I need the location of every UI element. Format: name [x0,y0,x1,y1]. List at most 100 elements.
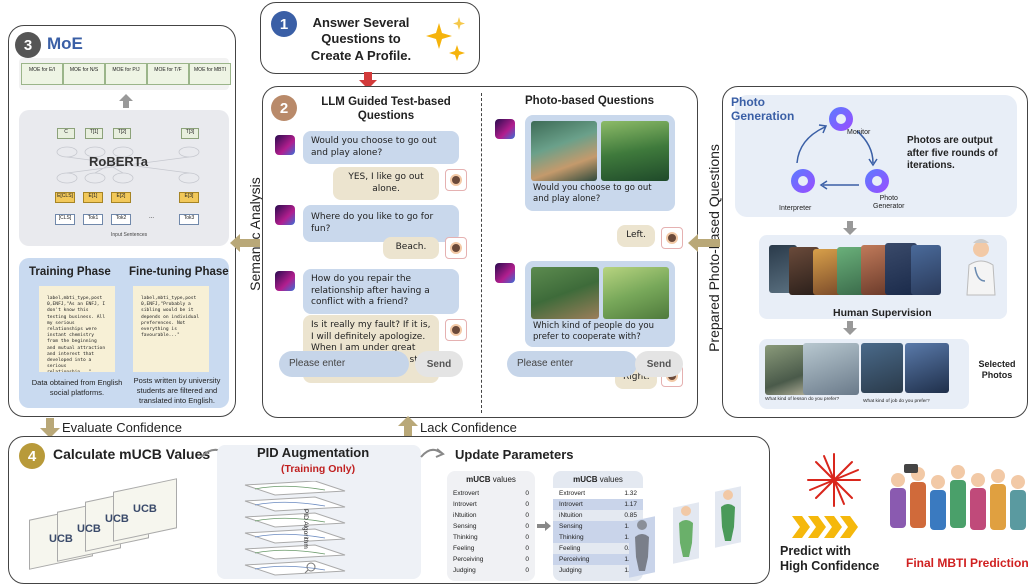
moe-head-mbti: MOE for MBTI [189,63,231,85]
step2-text-title-line2: Questions [357,110,415,123]
right-arrow-icon [537,521,551,531]
step2-text-title: LLM Guided Test-based Questions [303,95,469,124]
roberta-token-t3: T[3] [181,128,199,139]
semantic-arrow [230,234,260,252]
moe-head-ns: MOE for N/S [63,63,105,85]
roberta-emb-2: E[2] [111,192,131,203]
trait-value: 0 [525,567,529,574]
photo-gen-title: Photo Generation [731,95,794,124]
scene-photo-2b [603,267,669,319]
step2-photo-title: Photo-based Questions [525,95,655,107]
sparkle-icon [426,17,465,61]
person-icon [679,506,693,557]
bot-avatar [275,271,295,291]
final-mbti-label: Final MBTI Prediction [906,556,1029,570]
pid-sheets [244,481,346,576]
photo-question-2-text: Which kind of people do you prefer to co… [533,321,655,342]
bot-avatar [495,119,515,139]
ucb-label-3: UCB [105,513,129,525]
photo-gen-top [735,95,1017,217]
photo-answer-1: Left. [617,225,655,247]
step1-panel: 1 Answer Several Questions to Create A P… [260,2,480,74]
firework-icon [807,453,861,507]
doctor-supervisor-icon [966,239,996,296]
trait-value: 1.17 [624,501,637,508]
mucb-row: Introvert 1.17 [553,499,643,510]
final-group-image [884,458,1032,554]
photo-send-button[interactable]: Send [635,351,683,377]
selected-photo-job-1 [861,343,903,393]
trait-label: Judging [559,567,582,574]
person-icon [635,520,649,571]
training-area: Training Phase Fine-tuning Phase label,m… [19,258,229,408]
prepared-arrow [688,234,720,252]
step4-title: Calculate mUCB Values [53,446,211,462]
step1-title-line1: Answer Several [312,15,410,30]
moe-head-ei: MOE for E/I [21,63,63,85]
trait-label: Judging [453,567,476,574]
photo-generator-label: Photo Generator [873,195,905,212]
finetune-phase-title: Fine-tuning Phase [129,266,229,278]
step2-panel: 2 LLM Guided Test-based Questions Photo-… [262,86,698,418]
step2-divider [481,93,482,413]
step4-badge: 4 [19,443,45,469]
trait-label: Extrovert [453,490,480,497]
step1-badge: 1 [271,11,297,37]
monitor-label: Monitor [847,129,871,136]
chat-question-2: Where do you like to go for fun? [303,205,459,243]
mucb-after-header: mUCB values [553,475,643,484]
trait-value: 0 [525,490,529,497]
send-button[interactable]: Send [415,351,463,377]
trait-label: Feeling [453,545,475,552]
mucb-after-header-bold: mUCB [573,475,598,484]
chat-answer-1: YES, I like go out alone. [333,167,439,201]
person-icon [721,490,735,541]
interpreter-label: Interpreter [779,205,812,212]
mucb-after-header-rest: values [599,475,623,484]
mucb-before-header: mUCB values [447,475,535,484]
bot-avatar [495,263,515,283]
moe-up-arrow [119,94,133,108]
trait-label: Thinking [559,534,584,541]
trait-label: Sensing [559,523,583,530]
step3-panel: 3 MoE MOE for E/I MOE for N/S MOE for P/… [8,25,236,417]
finetune-caption: Posts written by university students are… [133,376,221,405]
mucb-row: Extrovert 0 [447,488,535,499]
selected-photo-classroom-2 [803,343,859,395]
photo-input-field[interactable]: Please enter [507,351,637,377]
trait-label: Perceiving [453,556,484,563]
trait-label: Introvert [559,501,583,508]
user-avatar [445,237,467,259]
step2-badge: 2 [271,95,297,121]
roberta-input-ellipsis: ... [149,214,155,220]
selected-photos-label: Selected Photos [978,359,1016,381]
roberta-emb-cls: E[CLS] [55,192,75,203]
evaluate-arrow [40,418,60,438]
chat-question-3: How do you repair the relationship after… [303,269,459,315]
roberta-input-cls: [CLS] [55,214,75,225]
photo-generator-label-line2: Generator [873,203,905,211]
trait-value: 0 [525,545,529,552]
predict-label-line2: High Confidence [780,559,880,573]
mucb-row: Feeling 0 [447,543,535,554]
training-phase-title: Training Phase [29,266,111,278]
selected-caption-job: What kind of job do you prefer? [863,399,930,404]
ucb-label-1: UCB [49,533,73,545]
chat-input-field[interactable]: Please enter [279,351,409,377]
trait-label: Introvert [453,501,477,508]
roberta-emb-1: E[1] [83,192,103,203]
pid-subtitle: (Training Only) [281,463,356,475]
trait-label: iNtuition [559,512,583,519]
evaluate-confidence-label: Evaluate Confidence [62,420,182,435]
ucb-label-4: UCB [133,503,157,515]
step2-text-title-line1: LLM Guided Test-based [321,96,451,108]
mucb-before-header-bold: mUCB [466,475,491,484]
chat-question-1: Would you choose to go out and play alon… [303,131,459,165]
moe-head-pj: MOE for P/J [105,63,147,85]
